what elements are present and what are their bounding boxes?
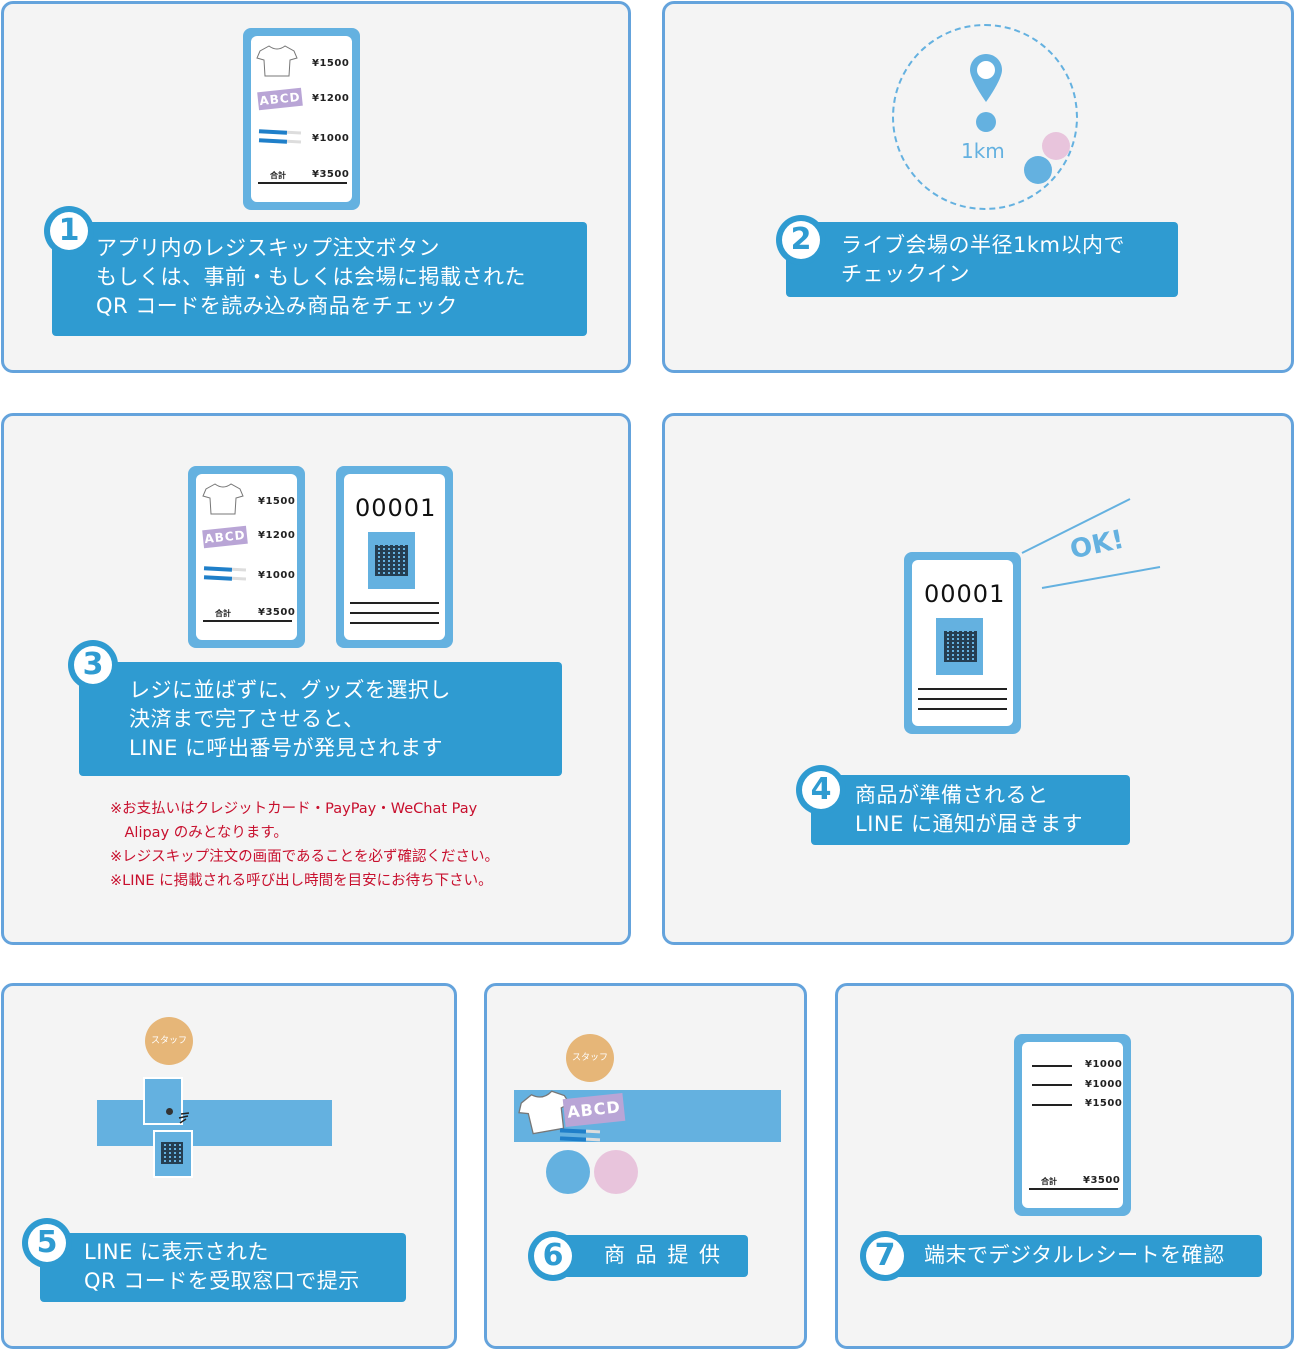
step-6-panel	[484, 983, 807, 1349]
total-label: 合計	[1041, 1177, 1057, 1186]
staff-terminal	[143, 1077, 183, 1125]
staff-avatar: スタッフ	[566, 1034, 614, 1082]
step-1-caption: アプリ内のレジスキップ注文ボタン もしくは、事前・もしくは会場に掲載された QR…	[52, 222, 587, 336]
item-price: ¥1200	[258, 530, 296, 541]
step-7-caption: 端末でデジタルレシートを確認	[872, 1235, 1262, 1277]
item-price: ¥1000	[1085, 1059, 1123, 1070]
user-dot-blue	[1024, 156, 1052, 184]
step-number-badge: 2	[776, 215, 826, 265]
divider	[1029, 1188, 1118, 1190]
step-number-badge: 6	[528, 1231, 578, 1281]
item-price: ¥1500	[312, 58, 350, 69]
item-price: ¥1000	[312, 133, 350, 144]
radius-circle	[892, 24, 1078, 210]
item-price: ¥1200	[312, 93, 350, 104]
item-price: ¥1000	[258, 570, 296, 581]
text-line	[918, 698, 1007, 700]
tshirt-icon	[202, 483, 244, 515]
total-price: ¥3500	[258, 607, 296, 618]
location-pin-icon	[970, 54, 1002, 102]
payment-notes: ※お支払いはクレジットカード・PayPay・WeChat Pay Alipay …	[110, 801, 500, 889]
total-label: 合計	[270, 171, 286, 180]
customer-dot-blue	[546, 1150, 590, 1194]
item-price: ¥1500	[1085, 1098, 1123, 1109]
user-dot-pink	[1042, 132, 1070, 160]
staff-avatar: スタッフ	[145, 1017, 193, 1065]
step-number-badge: 1	[44, 206, 94, 256]
scanner-icon	[166, 1108, 173, 1115]
scan-signal-icon	[178, 1112, 190, 1124]
step-number-badge: 5	[22, 1218, 72, 1268]
total-label: 合計	[215, 609, 231, 618]
item-line	[1032, 1104, 1072, 1106]
total-price: ¥3500	[312, 169, 350, 180]
step-2-caption: ライブ会場の半径1km以内で チェックイン	[786, 222, 1178, 297]
step-number-badge: 7	[860, 1231, 910, 1281]
step-number-badge: 3	[68, 640, 118, 690]
qr-pattern	[944, 631, 977, 662]
qr-code-icon	[161, 1142, 183, 1164]
digital-receipt-phone	[1014, 1034, 1131, 1216]
text-line	[350, 612, 439, 614]
venue-dot	[976, 112, 996, 132]
step-5-caption: LINE に表示された QR コードを受取窓口で提示	[40, 1233, 406, 1302]
step-number-badge: 4	[796, 765, 846, 815]
receipt-phone	[188, 466, 305, 648]
item-line	[1032, 1065, 1072, 1067]
ticket-number: 00001	[355, 494, 437, 522]
item-price: ¥1500	[258, 496, 296, 507]
text-line	[350, 622, 439, 624]
counter	[97, 1100, 332, 1146]
radius-label: 1km	[961, 139, 1005, 163]
text-line	[918, 688, 1007, 690]
text-line	[918, 708, 1007, 710]
qr-pattern	[375, 545, 408, 576]
text-line	[350, 602, 439, 604]
ticket-number: 00001	[924, 580, 1006, 608]
step-3-caption: レジに並ばずに、グッズを選択し 決済まで完了させると、 LINE に呼出番号が発…	[79, 662, 562, 776]
ok-signal-lines	[1021, 498, 1161, 589]
total-price: ¥3500	[1083, 1175, 1121, 1186]
tshirt-icon	[518, 1090, 571, 1135]
item-line	[1032, 1084, 1072, 1086]
divider	[203, 620, 292, 622]
tshirt-icon	[256, 45, 298, 77]
step-4-caption: 商品が準備されると LINE に通知が届きます	[811, 775, 1130, 845]
item-price: ¥1000	[1085, 1079, 1123, 1090]
divider	[258, 182, 347, 184]
customer-dot-pink	[594, 1150, 638, 1194]
